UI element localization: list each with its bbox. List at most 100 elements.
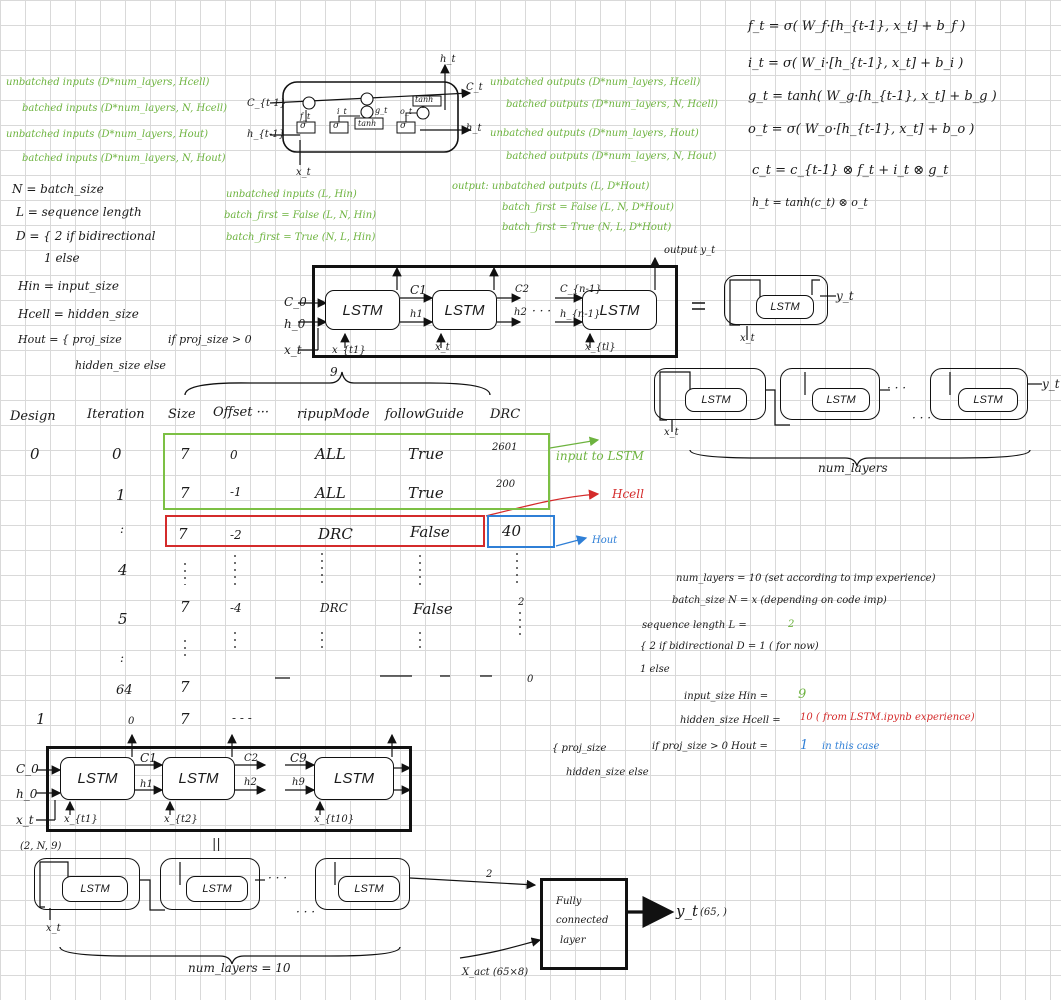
chain1-h1: h1 — [410, 310, 423, 320]
cell-h-top: h_t — [440, 55, 455, 65]
header-offset: Offset ··· — [213, 406, 269, 419]
chain2-h1: h1 — [140, 780, 153, 790]
stack1-dots-bottom: · · · — [912, 412, 931, 424]
param-proj-else: hidden_size else — [566, 768, 649, 778]
chain2-c2: C2 — [244, 754, 258, 764]
row6-drc: 0 — [527, 675, 533, 685]
stack1-label: num_layers — [818, 462, 888, 474]
header-ripupmode: ripupMode — [297, 408, 370, 421]
stack2-out: 2 — [486, 870, 492, 880]
input-note-1: unbatched inputs (D*num_layers, Hcell) — [6, 78, 209, 88]
row4-iteration: 5 — [118, 612, 128, 627]
row7-offset: - - - — [232, 712, 252, 724]
stack2-dots-top: · · · — [268, 872, 287, 884]
chain2-unit-2: LSTM — [162, 757, 235, 800]
output-note-1: unbatched outputs (D*num_layers, Hcell) — [490, 78, 700, 88]
cell-label-o: o_t — [400, 108, 412, 116]
row6-size: 7 — [180, 680, 190, 695]
stack2-xt: x_t — [46, 924, 61, 934]
param-seq-len-label: sequence length L = — [642, 621, 747, 631]
param-proj-value: 1 — [800, 739, 808, 752]
chain2-unit-3: LSTM — [314, 757, 394, 800]
row1-follow: True — [408, 486, 444, 501]
row4-drc: 2 — [518, 598, 524, 608]
chain1-brace-label: 9 — [330, 366, 338, 378]
annot-hcell: Hcell — [612, 488, 644, 500]
row2-iteration: : — [120, 523, 124, 535]
output-note-4: batched outputs (D*num_layers, N, Hout) — [506, 152, 716, 162]
stack1-yt: y_t — [1042, 378, 1060, 390]
param-proj-if: if proj_size > 0 Hout = — [652, 742, 768, 752]
output-shape-bf-true: batch_first = True (N, L, D*Hout) — [502, 223, 671, 233]
input-shape-unbatched: unbatched inputs (L, Hin) — [226, 190, 357, 200]
mult-output — [417, 107, 429, 119]
output-note-3: unbatched outputs (D*num_layers, Hout) — [490, 129, 699, 139]
lstm-unit-2: LSTM — [432, 290, 497, 330]
chain2-x3: x_{t10} — [314, 815, 354, 825]
fc-label-2: connected — [556, 916, 608, 926]
header-size: Size — [168, 408, 196, 421]
cell-sigma-o: σ — [400, 122, 406, 131]
stack1-dots-top: · · · — [887, 382, 906, 394]
row7-design: 1 — [36, 712, 46, 727]
input-shape-bf-true: batch_first = True (N, L, Hin) — [226, 233, 375, 243]
def-Hout-2: hidden_size else — [75, 360, 166, 371]
def-Hout-1: Hout = { proj_size — [18, 334, 122, 345]
stack1-unit-1: LSTM — [685, 388, 747, 412]
chain1-dots: · · · — [532, 305, 551, 317]
chain1-xt: x_t — [284, 344, 302, 356]
cell-c-prev: C_{t-1} — [247, 99, 286, 109]
lstm-unit-1: LSTM — [325, 290, 400, 330]
header-followguide: followGuide — [385, 408, 464, 421]
row2-ripup: DRC — [318, 527, 353, 542]
row1-size: 7 — [180, 486, 190, 501]
output-shape-unbatched: output: unbatched outputs (L, D*Hout) — [452, 182, 649, 192]
input-note-2: batched inputs (D*num_layers, N, Hcell) — [22, 104, 227, 114]
row2-drc: 40 — [502, 524, 521, 539]
input-note-3: unbatched inputs (D*num_layers, Hout) — [6, 130, 208, 140]
cell-label-i: i_t — [337, 108, 347, 116]
input-note-4: batched inputs (D*num_layers, N, Hout) — [22, 154, 226, 164]
stack1-xt: x_t — [664, 428, 679, 438]
row7-size: 7 — [180, 712, 190, 727]
row6-iteration: 64 — [116, 684, 133, 697]
row7-iteration: 0 — [128, 717, 134, 727]
cell-sigma-f: σ — [300, 122, 306, 131]
param-hidden-value: 10 ( from LSTM.ipynb experience) — [800, 713, 975, 723]
row2-follow: False — [410, 525, 450, 540]
cell-c-out: C_t — [466, 83, 483, 93]
cell-label-tanh: tanh — [358, 120, 376, 128]
mult-input — [361, 106, 373, 118]
row4-size: 7 — [180, 600, 190, 615]
row2-offset: -2 — [230, 529, 242, 541]
row0-iteration: 0 — [112, 447, 122, 462]
header-design: Design — [10, 410, 56, 423]
param-bidir-else: 1 else — [640, 665, 670, 675]
cell-h-out: h_t — [466, 124, 481, 134]
chain1-x2: x_t — [435, 343, 450, 353]
param-bidir: { 2 if bidirectional D = 1 ( for now) — [640, 642, 819, 652]
chain2-x1: x_{t1} — [64, 815, 98, 825]
def-L: L = sequence length — [16, 206, 142, 218]
chain1-hn: h_{n-1} — [560, 310, 600, 320]
chain1-h2: h2 — [514, 308, 527, 318]
chain1-x1: x_{t1} — [332, 346, 366, 356]
param-proj-case: in this case — [822, 742, 879, 752]
stack2-label: num_layers = 10 — [188, 962, 291, 974]
chain1-c2: C2 — [515, 285, 529, 295]
compact-lstm-unit: LSTM — [756, 295, 814, 319]
chain1-cn: C_{n-1} — [560, 285, 602, 295]
param-proj: { proj_size — [552, 744, 606, 754]
stack2-unit-2: LSTM — [186, 876, 248, 902]
fc-yshape: (65, ) — [700, 908, 727, 918]
row4-follow: False — [413, 602, 453, 617]
annot-hout: Hout — [592, 536, 617, 546]
param-num-layers: num_layers = 10 (set according to imp ex… — [676, 574, 936, 584]
chain2-x2: x_{t2} — [164, 815, 198, 825]
row2-size: 7 — [178, 527, 188, 542]
chain1-c1: C1 — [410, 284, 427, 296]
row1-iteration: 1 — [116, 488, 126, 503]
chain1-h0: h_0 — [284, 318, 305, 330]
def-Hin: Hin = input_size — [18, 280, 119, 292]
mult-forget — [303, 97, 315, 109]
